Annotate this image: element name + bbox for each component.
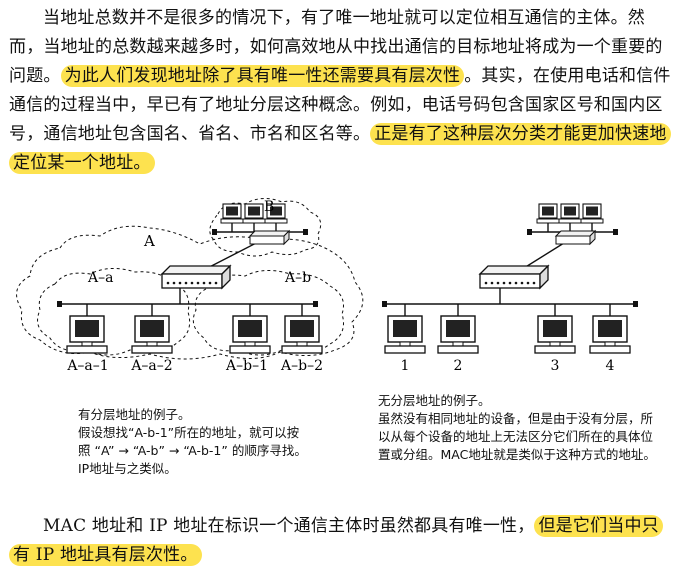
pc-flat-2-icon [437,315,479,354]
host-label-a-a-1: A–a–1 [66,358,108,374]
caption-flat: 无分层地址的例子。 虽然没有相同地址的设备，但是由于没有分层，所以从每个设备的地… [378,392,658,464]
host-label-a-b-2: A–b–2 [280,358,323,374]
host-label-3: 3 [551,358,560,374]
pc-a-a-2-icon [131,315,173,354]
router-b-icon [249,230,290,245]
para2-text-a: MAC 地址和 IP 地址在标识一个通信主体时虽然都具有唯一性， [43,516,535,536]
para1-text-b: 。其实，在使用电话和信件通信的过程当中，早已有了地址分层这种概念。例如，电话号码… [9,66,671,144]
pc-a-b-2-icon [281,315,323,354]
para1-highlight-a: 为此人们发现地址除了具有唯一性还需要具有层次性 [60,65,465,87]
label-a-a: A–a [87,270,113,286]
pc-flat-1-icon [384,315,426,354]
caption-hierarchical-title: 有分层地址的例子。 [78,407,191,422]
cloud-b [209,198,322,257]
network-diagram: A B A–a A–b A–a–1 A–a–2 A–b–1 A–b–2 [16,198,638,374]
label-a: A [143,232,155,250]
caption-flat-body: 虽然没有相同地址的设备，但是由于没有分层，所以从每个设备的地址上无法区分它们所在… [378,411,656,462]
paragraph-hierarchy-intro: 当地址总数并不是很多的情况下，有了唯一地址就可以定位相互通信的主体。然而，当地址… [9,4,671,178]
pc-flat-s1-icon [536,203,560,224]
router-flat-icon [479,265,549,289]
address-hierarchy-figure: A B A–a A–b A–a–1 A–a–2 A–b–1 A–b–2 [0,192,679,502]
pc-b2-icon [242,203,266,224]
pc-flat-s2-icon [558,203,582,224]
pc-a-b-1-icon [229,315,271,354]
caption-hierarchical-body: 假设想找“A-b-1”所在的地址，就可以按照 “A” → “A-b” → “A-… [78,425,307,476]
pc-flat-s3-icon [580,203,604,224]
pc-flat-3-icon [534,315,576,354]
paragraph-mac-ip: MAC 地址和 IP 地址在标识一个通信主体时虽然都具有唯一性，但是它们当中只有… [9,512,671,570]
router-flat-small-icon [555,230,596,245]
label-a-b: A–b [284,270,311,286]
host-label-4: 4 [606,358,615,374]
caption-flat-title: 无分层地址的例子。 [378,393,491,408]
caption-hierarchical: 有分层地址的例子。 假设想找“A-b-1”所在的地址，就可以按照 “A” → “… [78,406,308,478]
host-label-1: 1 [401,358,410,374]
label-b: B [264,199,274,215]
host-label-a-b-1: A–b–1 [225,358,268,374]
host-label-2: 2 [454,358,463,374]
cloud-a-a [37,268,191,356]
router-a-icon [161,265,231,289]
cloud-a-b [192,270,344,356]
pc-flat-4-icon [589,315,631,354]
right-wiring [385,220,635,318]
pc-b1-icon [220,203,244,224]
pc-a-a-1-icon [66,315,108,354]
host-label-a-a-2: A–a–2 [130,358,172,374]
para1-text-a: 当地址总数并不是很多的情况下，有了唯一地址就可以定位相互通信的主体。然而，当地址… [9,8,663,86]
